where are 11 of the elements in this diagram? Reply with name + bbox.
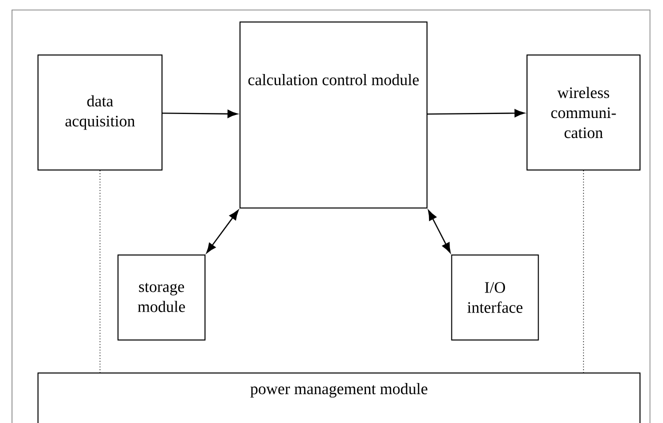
arrow [428,109,525,118]
module-box: power management module [38,372,640,423]
module-box: data acquisition [38,54,162,170]
dotted-line [583,170,584,373]
module-box: calculation control module [240,22,428,208]
arrow [162,110,238,118]
module-box: I/O interface [451,254,539,340]
module-box: wireless communi-cation [526,54,640,170]
module-box: storage module [118,254,206,340]
double-arrow [206,210,239,254]
double-arrow [428,210,451,253]
